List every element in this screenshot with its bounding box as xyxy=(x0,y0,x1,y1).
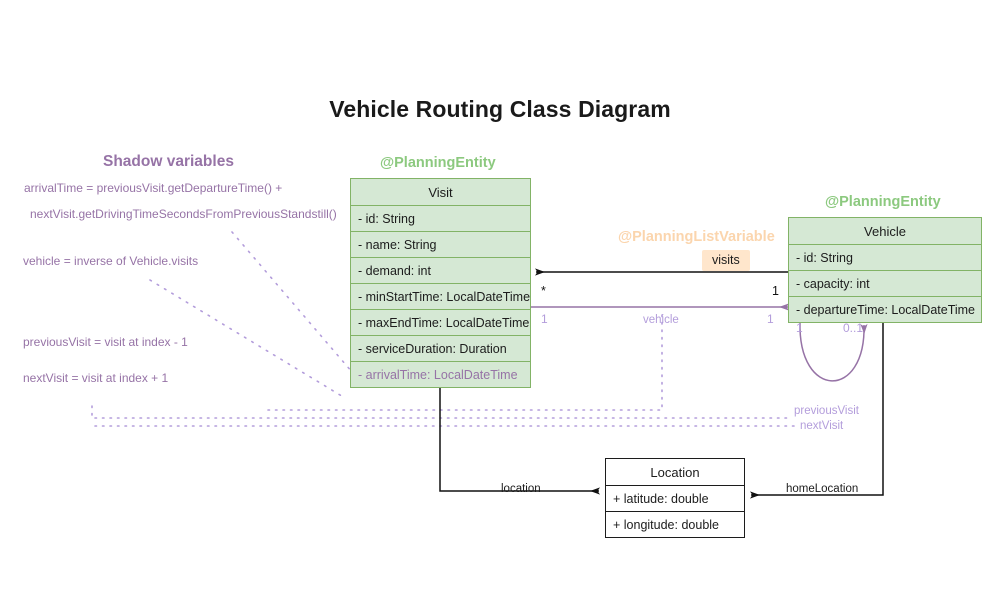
vehicle-class-name: Vehicle xyxy=(864,223,906,239)
visit-attribute-demand: - demand: int xyxy=(351,257,530,283)
edge-location xyxy=(439,383,600,495)
shadow-line-previous-visit: previousVisit = visit at index - 1 xyxy=(23,335,188,349)
shadow-variables-heading: Shadow variables xyxy=(103,153,234,170)
vehicle-attribute-departure-time: - departureTime: LocalDateTime xyxy=(789,296,981,322)
visit-attribute-id: - id: String xyxy=(351,205,530,231)
visit-class-name: Visit xyxy=(428,184,453,200)
vehicle-target-multiplicity: 1 xyxy=(767,312,774,326)
vehicle-attribute-capacity: - capacity: int xyxy=(789,270,981,296)
shadow-line-arrival-time-2: nextVisit.getDrivingTimeSecondsFromPrevi… xyxy=(30,207,337,221)
leader-arrival-time xyxy=(231,231,353,373)
vehicle-source-multiplicity: 1 xyxy=(541,312,548,326)
class-box-location[interactable]: Location + latitude: double + longitude:… xyxy=(605,458,745,538)
vehicle-self-source-multiplicity: 1 xyxy=(796,321,803,335)
next-visit-label: nextVisit xyxy=(800,420,844,432)
class-box-visit[interactable]: Visit - id: String - name: String - dema… xyxy=(350,178,531,388)
page-title: Vehicle Routing Class Diagram xyxy=(329,96,671,122)
visit-attribute-arrival-time: - arrivalTime: LocalDateTime xyxy=(351,361,530,387)
location-class-name: Location xyxy=(650,464,700,480)
vehicle-attribute-id: - id: String xyxy=(789,244,981,270)
visits-label: visits xyxy=(702,250,750,271)
vehicle-edge-label: vehicle xyxy=(643,314,679,326)
edge-previous-visit xyxy=(91,405,791,419)
visits-target-multiplicity: 1 xyxy=(772,284,779,298)
shadow-line-arrival-time-1: arrivalTime = previousVisit.getDeparture… xyxy=(24,181,283,195)
shadow-line-next-visit: nextVisit = visit at index + 1 xyxy=(23,371,169,385)
visit-stereotype: @PlanningEntity xyxy=(380,155,496,171)
location-attribute-longitude: + longitude: double xyxy=(606,511,744,537)
visit-attribute-min-start-time: - minStartTime: LocalDateTime xyxy=(351,283,530,309)
visits-stereotype: @PlanningListVariable xyxy=(618,229,775,245)
vehicle-stereotype: @PlanningEntity xyxy=(825,194,941,210)
visit-attribute-service-duration: - serviceDuration: Duration xyxy=(351,335,530,361)
visits-source-multiplicity: * xyxy=(541,284,546,298)
previous-visit-label: previousVisit xyxy=(794,405,859,417)
shadow-line-vehicle: vehicle = inverse of Vehicle.visits xyxy=(23,254,199,268)
location-attribute-latitude: + latitude: double xyxy=(606,485,744,511)
home-location-edge-label: homeLocation xyxy=(786,483,859,495)
vehicle-self-target-multiplicity: 0..1 xyxy=(843,321,864,335)
class-box-vehicle[interactable]: Vehicle - id: String - capacity: int - d… xyxy=(788,217,982,323)
visit-attribute-name: - name: String xyxy=(351,231,530,257)
visit-attribute-max-end-time: - maxEndTime: LocalDateTime xyxy=(351,309,530,335)
location-edge-label: location xyxy=(501,483,541,495)
